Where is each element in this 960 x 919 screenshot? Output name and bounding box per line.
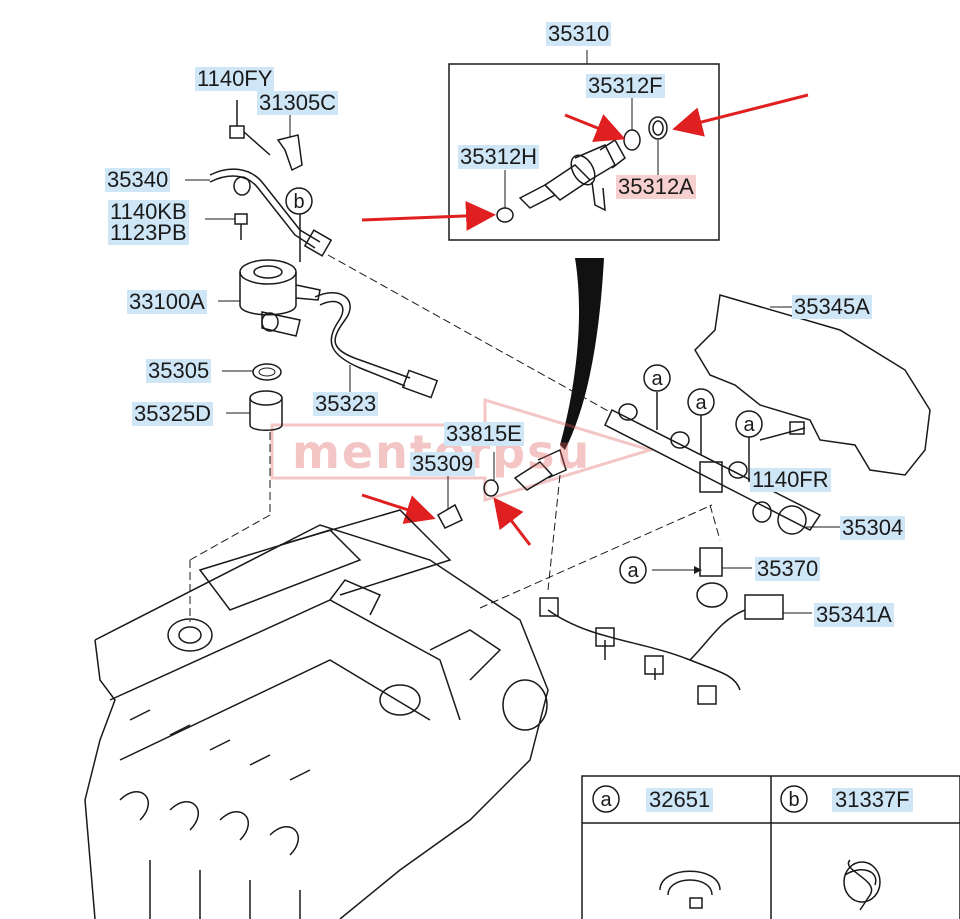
label-35309: 35309: [410, 451, 476, 476]
label-31305c: 31305C: [257, 90, 339, 115]
watermark-shape: [270, 397, 656, 503]
label-1140fy: 1140FY: [195, 66, 275, 91]
label-35305: 35305: [146, 358, 212, 383]
callout-a-4: a: [627, 560, 639, 582]
label-35325d: 35325D: [132, 401, 214, 426]
legend-code-a: 32651: [646, 788, 714, 812]
label-35304: 35304: [840, 515, 906, 540]
label-1123pb: 1123PB: [108, 220, 189, 245]
label-35323: 35323: [313, 391, 379, 416]
label-35310: 35310: [546, 21, 612, 46]
fuel-rail: [604, 392, 822, 535]
label-1140fr: 1140FR: [750, 467, 831, 492]
black-pointer: [560, 258, 604, 450]
cover-35345a: [694, 294, 931, 476]
hose-35323: [314, 292, 439, 399]
bolt-1140fy: [229, 100, 271, 156]
oring-35305: [252, 363, 282, 381]
legend-key-a: a: [600, 789, 612, 811]
label-35340: 35340: [105, 167, 171, 192]
label-33100a: 33100A: [127, 289, 207, 314]
callout-a-3: a: [743, 414, 755, 436]
engine-block: [84, 509, 549, 919]
label-35312h: 35312H: [458, 144, 540, 169]
sensor-35370: [696, 547, 728, 608]
bolt-1140kb: [234, 213, 248, 240]
label-35312f: 35312F: [586, 73, 665, 98]
tappet-35325d: [249, 390, 283, 431]
label-1140kb: 1140KB: [108, 199, 189, 224]
callout-b-circle: [285, 187, 313, 215]
legend-table: [581, 775, 960, 919]
red-arrows: [361, 93, 809, 546]
injector-detail: [496, 116, 668, 223]
injector-detail-box: [448, 63, 720, 241]
callout-a-1: a: [651, 368, 663, 390]
label-35345a: 35345A: [792, 294, 872, 319]
label-35370: 35370: [755, 556, 821, 581]
bracket-31305c: [276, 134, 303, 172]
injector-33815e: [436, 448, 567, 529]
label-33815e: 33815E: [444, 421, 524, 446]
fuel-line-35340: [209, 168, 333, 257]
harness-35341a: [539, 594, 784, 705]
callout-b: b: [293, 191, 304, 213]
pump-33100a: [239, 205, 321, 337]
legend-code-b: 31337F: [832, 788, 913, 812]
label-35312a: 35312A: [616, 174, 696, 199]
legend-key-b: b: [788, 789, 799, 811]
label-35341a: 35341A: [814, 602, 894, 627]
callout-a-2: a: [695, 392, 707, 414]
rail-callouts: [619, 364, 763, 584]
